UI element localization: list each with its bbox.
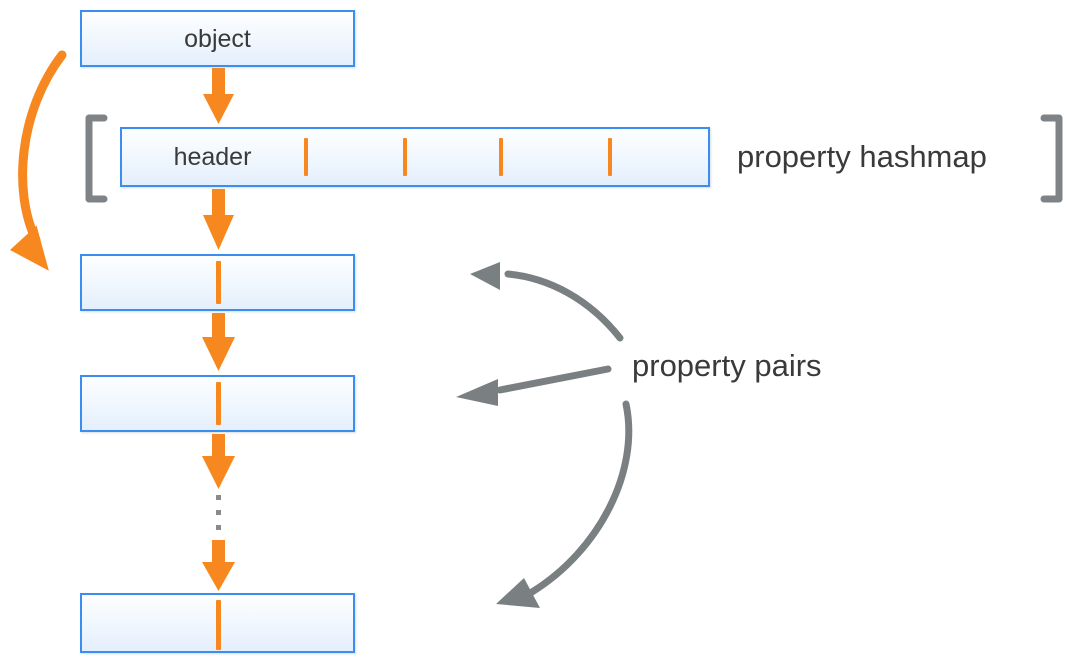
property-pair-divider-1 [216, 261, 221, 304]
ellipsis-dot-3 [216, 525, 221, 530]
pairs-pointer-arrow-lower-icon [496, 400, 633, 608]
arrow-hashmap-to-pair1-icon [203, 189, 234, 250]
hashmap-slot-tick-2 [403, 138, 407, 176]
ellipsis-dot-1 [216, 495, 221, 500]
pairs-pointer-arrow-upper-icon [470, 262, 624, 342]
hashmap-slot-tick-4 [608, 138, 612, 176]
arrow-object-to-hashmap-icon [203, 68, 234, 124]
hashmap-slot-tick-1 [304, 138, 308, 176]
property-pair-divider-3 [216, 600, 221, 650]
hashmap-header-label: header [173, 143, 252, 171]
object-box-label: object [184, 25, 251, 53]
property-pairs-label: property pairs [632, 348, 822, 383]
arrow-pair1-to-pair2-icon [202, 313, 235, 371]
ellipsis-dot-2 [216, 510, 221, 515]
property-hashmap-label: property hashmap [737, 139, 987, 174]
right-bracket-icon [1040, 114, 1063, 203]
arrow-pair2-to-ellipsis-icon [202, 434, 235, 489]
object-box [80, 10, 355, 67]
object-to-pairs-curved-arrow-icon [10, 50, 67, 271]
left-bracket-icon [85, 114, 108, 203]
hashmap-slot-tick-3 [499, 138, 503, 176]
property-pair-divider-2 [216, 382, 221, 425]
arrow-ellipsis-to-pair3-icon [202, 540, 235, 591]
pairs-pointer-arrow-middle-icon [456, 365, 612, 406]
